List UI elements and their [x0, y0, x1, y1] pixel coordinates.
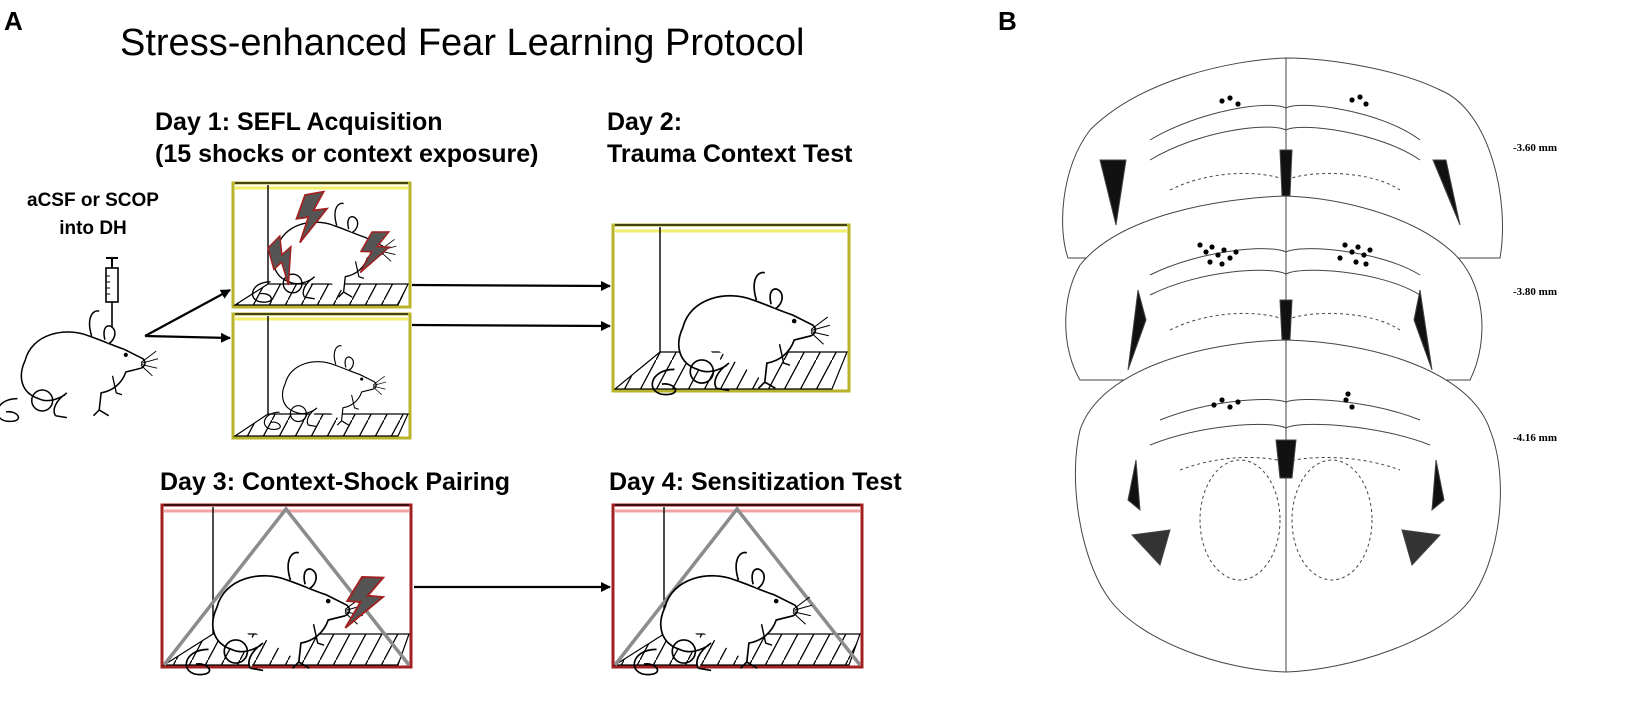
day2-line1: Day 2: [607, 108, 683, 136]
day1-shock-chamber [231, 181, 412, 309]
day2-line2: Trauma Context Test [607, 140, 853, 168]
day3-label: Day 3: Context-Shock Pairing [160, 468, 511, 496]
day2-chamber [611, 223, 851, 396]
day2-label: Day 2: Trauma Context Test [607, 106, 852, 170]
injection-line2: into DH [59, 218, 127, 239]
level-label-2: -3.80 mm [1513, 286, 1557, 298]
injection-label: aCSF or SCOP into DH [8, 187, 178, 243]
arrows [144, 280, 611, 592]
cannula-placements [1197, 94, 1373, 410]
day1-label: Day 1: SEFL Acquisition (15 shocks or co… [155, 106, 538, 170]
day3-chamber [160, 503, 413, 676]
day4-label: Day 4: Sensitization Test [609, 468, 902, 496]
syringe-icon [105, 257, 119, 328]
day4-chamber [611, 503, 864, 676]
day1-context-chamber [231, 312, 412, 440]
panel-b-letter: B [998, 6, 1017, 36]
day1-line1: Day 1: SEFL Acquisition [155, 108, 443, 136]
panel-a-letter: A [4, 6, 23, 36]
injected-rat [0, 310, 159, 423]
level-label-3: -4.16 mm [1513, 432, 1557, 444]
level-label-1: -3.60 mm [1513, 142, 1557, 154]
section-minus-3-60 [1062, 57, 1503, 259]
day1-line2: (15 shocks or context exposure) [155, 140, 539, 168]
injection-line1: aCSF or SCOP [27, 190, 159, 211]
brain-atlas-sections [1062, 57, 1503, 673]
protocol-title: Stress-enhanced Fear Learning Protocol [120, 22, 805, 64]
section-minus-4-16 [1074, 339, 1501, 673]
